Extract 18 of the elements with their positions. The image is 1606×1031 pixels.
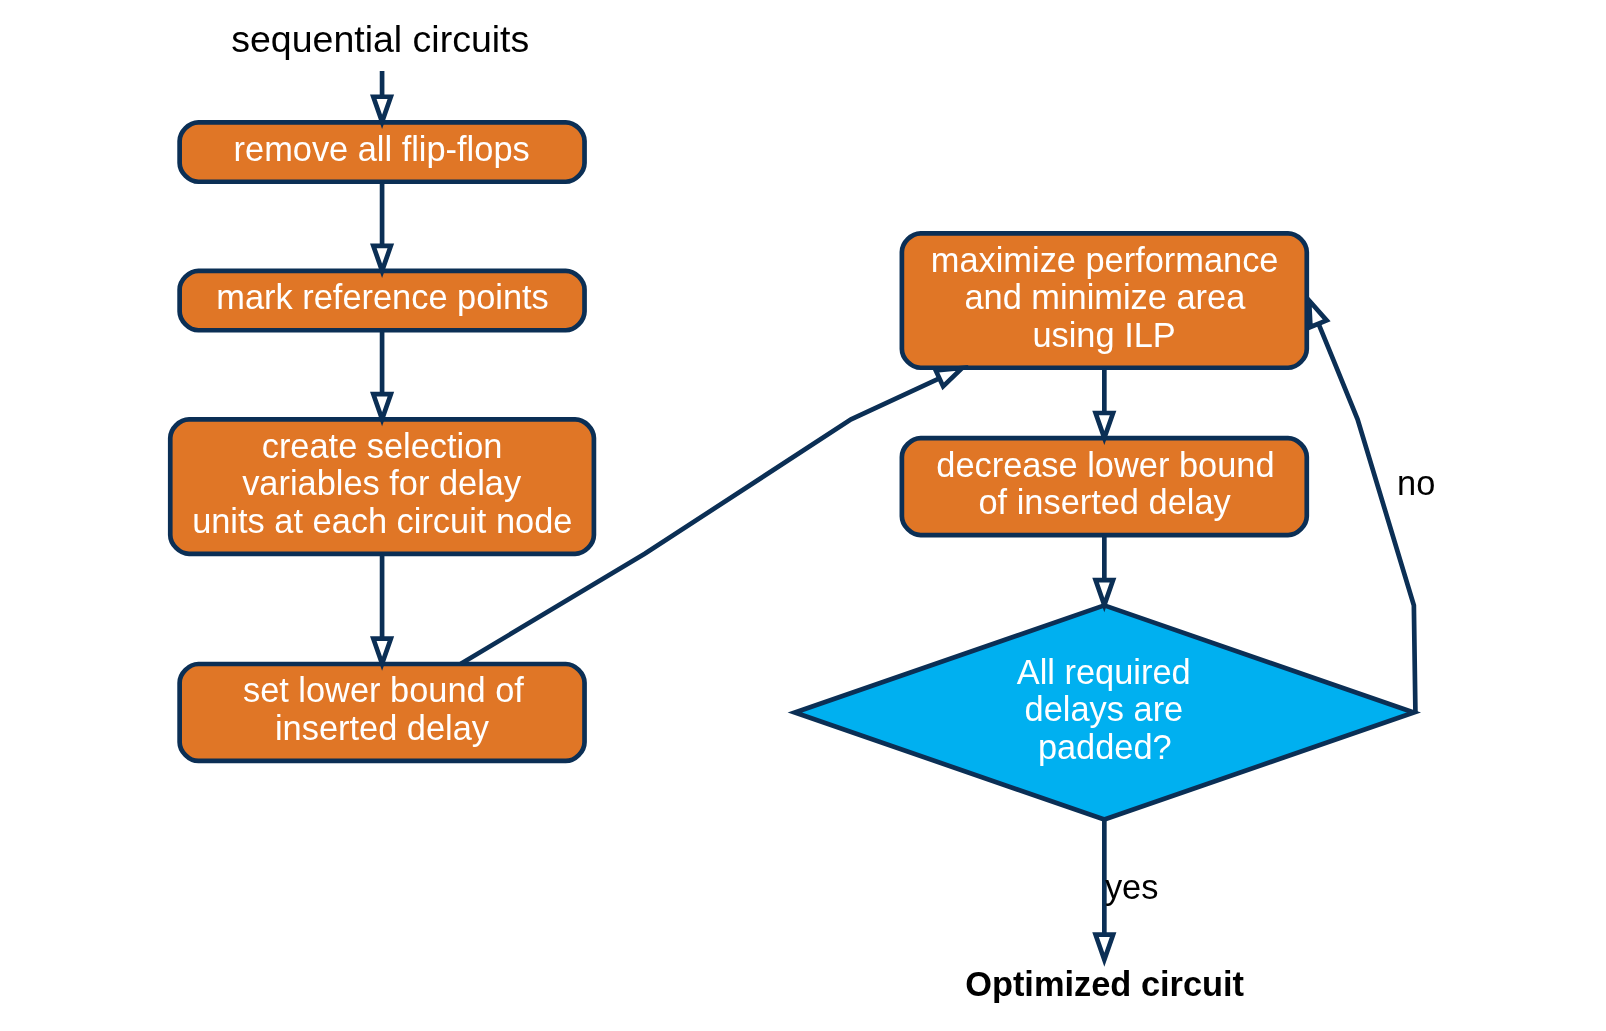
node-box: create selection variables for delay units at each circuit node [167, 417, 597, 557]
arrow [370, 182, 395, 278]
node-box: maximize performance and minimize area using ILP [899, 230, 1310, 371]
arrow [1092, 535, 1117, 613]
node-box: set lower bound of inserted delay [177, 661, 587, 764]
arrow [370, 554, 395, 671]
arrow [370, 71, 395, 129]
node-diamond: All required delays are padded? [787, 602, 1422, 823]
node-text: Optimized circuit [965, 964, 1245, 1003]
node-text: sequential circuits [231, 18, 530, 61]
edge-label: no [1397, 464, 1436, 503]
arrow [1092, 368, 1117, 446]
node-box: remove all flip-flops [177, 120, 587, 185]
node-box: decrease lower bound of inserted delay [899, 435, 1310, 538]
node-box: mark reference points [177, 268, 587, 333]
arrow [1092, 820, 1117, 967]
arrow [1306, 294, 1418, 713]
arrow [370, 330, 395, 427]
